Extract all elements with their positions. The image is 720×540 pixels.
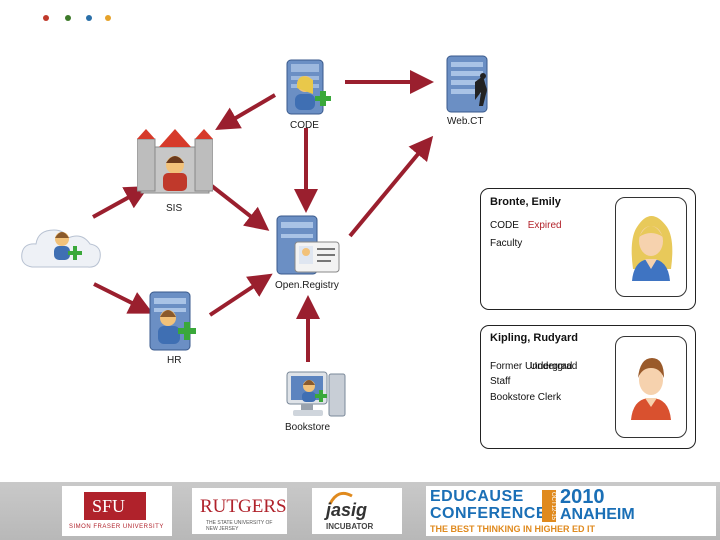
jasig-logo-text: jasig [326, 500, 368, 520]
webct-server-icon [446, 55, 488, 113]
card-role-status: Expired [527, 220, 562, 231]
webct-label: Web.CT [447, 116, 484, 127]
arrow-openreg-to-webct [348, 135, 434, 238]
educause-logo-text: EDUCAUSE [430, 488, 524, 505]
jasig-logo-subtitle: INCUBATOR [326, 522, 374, 531]
sfu-logo-text: SFU [92, 496, 126, 516]
card-role-line: Bookstore Clerk [490, 392, 562, 403]
person-card-kipling[interactable]: Kipling, Rudyard Former Undergrad Underg… [480, 325, 696, 449]
arrow-code-to-sis [215, 93, 277, 131]
educause-tagline: THE BEST THINKING IN HIGHER ED IT [430, 524, 596, 534]
educause-conference-text: CONFERENCE [430, 505, 548, 522]
rutgers-logo: RUTGERS THE STATE UNIVERSITY OF NEW JERS… [192, 488, 287, 534]
sis-castle-icon [137, 129, 213, 194]
jasig-swirl-icon [328, 491, 353, 505]
avatar-male-icon [631, 358, 671, 420]
bookstore-computer-icon [286, 371, 346, 417]
educause-logo: EDUCAUSE CONFERENCE OCT12-15 2010 ANAHEI… [426, 486, 716, 536]
person-card-bronte[interactable]: Bronte, Emily CODE Expired Faculty [480, 188, 696, 310]
hr-label: HR [167, 355, 182, 366]
code-label: CODE [290, 120, 319, 131]
open-registry-label: Open.Registry [275, 280, 339, 291]
sfu-logo: SFU SIMON FRASER UNIVERSITY [62, 486, 172, 536]
card-role-former-undergrad: Former Undergrad [490, 361, 573, 372]
arrow-sis-to-openreg [206, 181, 270, 231]
sfu-logo-subtitle: SIMON FRASER UNIVERSITY [69, 524, 164, 530]
hr-server-icon [149, 291, 196, 351]
educause-city: ANAHEIM [560, 506, 635, 523]
cloud-person-icon [21, 229, 101, 268]
footer-logo-strip: SFU SIMON FRASER UNIVERSITY RUTGERS THE … [0, 482, 720, 540]
card-role-line: Faculty [490, 238, 523, 249]
sfu-logo-mark [84, 492, 146, 520]
card-role-undergrad: Undergrad [530, 361, 578, 372]
educause-dates-badge: OCT12-15 [542, 490, 556, 522]
card-role-line: Staff [490, 376, 511, 387]
arrow-cloud-to-sis [92, 186, 150, 219]
code-server-icon [286, 59, 331, 115]
decor-dot-4 [105, 15, 111, 21]
educause-year: 2010 [560, 486, 605, 508]
decor-dot-1 [43, 15, 49, 21]
open-registry-icon [276, 215, 340, 275]
arrow-hr-to-openreg [208, 273, 273, 317]
card-role-line: CODE Expired [490, 220, 562, 231]
decor-dot-3 [86, 15, 92, 21]
jasig-logo: jasig INCUBATOR [312, 488, 402, 534]
card-role-system: CODE [490, 220, 519, 231]
card-person-name: Kipling, Rudyard [490, 332, 578, 344]
arrow-cloud-to-hr [93, 282, 154, 314]
rutgers-logo-text: RUTGERS [200, 496, 287, 517]
avatar-female-icon [631, 216, 673, 281]
card-person-name: Bronte, Emily [490, 196, 561, 208]
sis-label: SIS [166, 203, 183, 214]
decor-dot-2 [65, 15, 71, 21]
rutgers-logo-subtitle: THE STATE UNIVERSITY OF NEW JERSEY [206, 520, 273, 532]
bookstore-label: Bookstore [285, 422, 331, 433]
